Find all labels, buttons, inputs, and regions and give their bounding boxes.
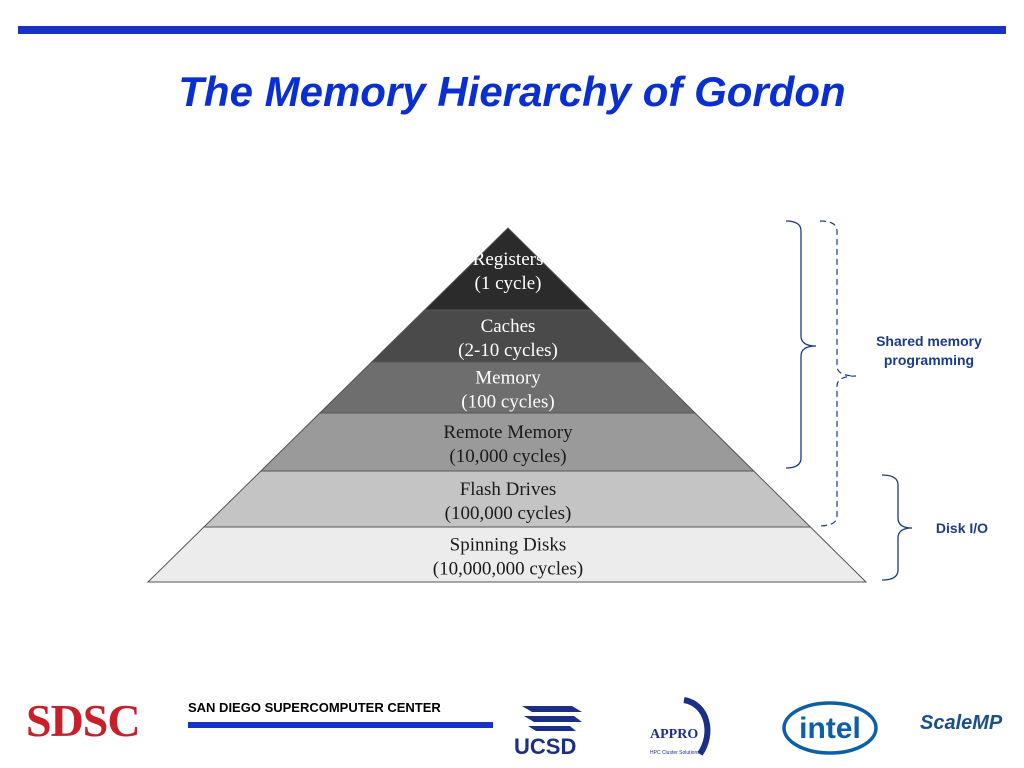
layer-name: Caches: [481, 316, 536, 337]
appro-logo: APPRO HPC Cluster Solutions: [650, 697, 711, 756]
disk-io-label: Disk I/O: [936, 520, 988, 536]
ucsd-wordmark: UCSD: [514, 734, 577, 759]
layer-name: Flash Drives: [460, 479, 557, 500]
intel-swirl-icon: [782, 701, 878, 755]
ucsd-logo: [522, 706, 582, 731]
sdsc-name: SAN DIEGO SUPERCOMPUTER CENTER: [188, 700, 441, 715]
ucsd-trident-icon: [522, 706, 582, 731]
appro-tagline: HPC Cluster Solutions: [650, 750, 700, 756]
slide-title: The Memory Hierarchy of Gordon: [178, 68, 846, 115]
intel-wordmark: intel: [799, 712, 861, 745]
memory-hierarchy-diagram: Registers (1 cycle) Caches (2-10 cycles) Mem…: [146, 220, 988, 583]
layer-detail: (2-10 cycles): [458, 340, 558, 361]
appro-wordmark: APPRO: [650, 727, 698, 742]
layer-name: Memory: [475, 368, 541, 389]
layer-name: Remote Memory: [443, 422, 573, 443]
layer-name: Spinning Disks: [450, 535, 567, 556]
disk-io-bracket: [881, 474, 913, 581]
pyramid-layer-spinning-disks: [146, 526, 868, 583]
layer-detail: (10,000,000 cycles): [433, 559, 583, 580]
layer-detail: (10,000 cycles): [449, 446, 566, 467]
combined-dashed-bracket: [817, 220, 857, 527]
scalemp-logo: ScaleMP: [920, 712, 1003, 734]
layer-detail: (100,000 cycles): [445, 503, 572, 524]
layer-detail: (100 cycles): [461, 392, 554, 413]
footer: SDSC SAN DIEGO SUPERCOMPUTER CENTER UCSD…: [0, 690, 1024, 768]
sdsc-logo: SDSC: [26, 695, 141, 746]
appro-swoosh-icon: [683, 697, 711, 756]
top-rule: [18, 26, 1006, 34]
layer-name: Registers: [473, 249, 544, 270]
layer-detail: (1 cycle): [475, 273, 542, 294]
sdsc-rule: [188, 722, 493, 728]
pyramid: Registers (1 cycle) Caches (2-10 cycles) Mem…: [146, 227, 868, 583]
intel-logo: intel: [782, 701, 878, 755]
shared-memory-bracket: [785, 220, 817, 469]
